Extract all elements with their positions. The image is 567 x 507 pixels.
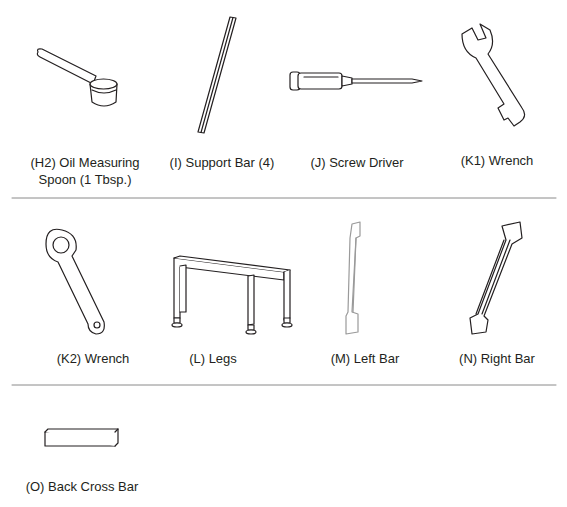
- back-cross-bar: [45, 429, 118, 446]
- legs-frame: [172, 256, 292, 334]
- right-bar: [470, 222, 522, 334]
- open-wrench: [462, 24, 525, 126]
- left-bar: [346, 222, 360, 334]
- part-label: (K2) Wrench: [33, 350, 153, 367]
- support-bar: [198, 17, 236, 133]
- part-label: (J) Screw Driver: [292, 154, 422, 171]
- ring-wrench: [46, 229, 104, 334]
- part-label: (I) Support Bar (4): [152, 154, 292, 171]
- part-label: (N) Right Bar: [442, 350, 552, 367]
- part-label: (L) Legs: [158, 350, 268, 367]
- part-label: (O) Back Cross Bar: [7, 478, 157, 495]
- part-label: (M) Left Bar: [310, 350, 420, 367]
- screw-driver: [290, 72, 422, 90]
- part-label: (H2) Oil Measuring Spoon (1 Tbsp.): [20, 154, 150, 188]
- divider-line: [12, 198, 556, 199]
- divider-line: [12, 385, 556, 386]
- measuring-spoon: [37, 49, 117, 106]
- part-label: (K1) Wrench: [437, 152, 557, 169]
